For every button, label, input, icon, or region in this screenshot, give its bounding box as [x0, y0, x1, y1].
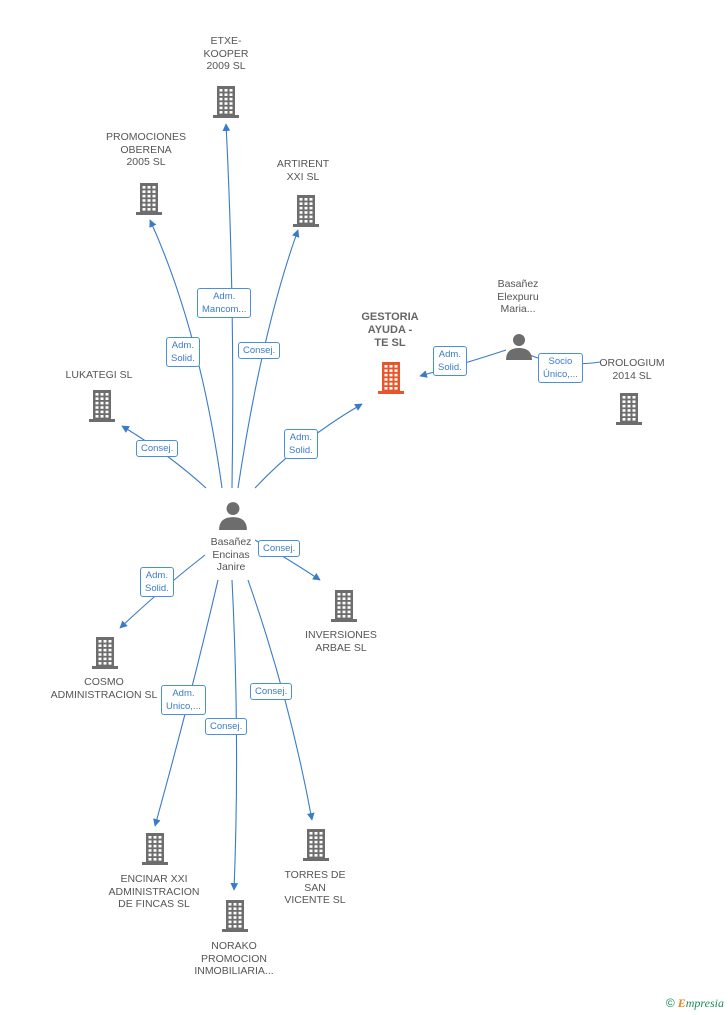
- node-label-cosmo[interactable]: COSMO ADMINISTRACION SL: [50, 676, 158, 701]
- node-label-basanez-encinas[interactable]: Basañez Encinas Janire: [210, 536, 252, 573]
- person-icon[interactable]: [218, 500, 248, 530]
- edge-label-adm-unico-encinar[interactable]: Adm. Unico,...: [161, 685, 206, 715]
- edge-label-consej-norako[interactable]: Consej.: [205, 718, 248, 735]
- building-icon[interactable]: [301, 828, 331, 862]
- node-label-promociones-oberena[interactable]: PROMOCIONES OBERENA 2005 SL: [106, 131, 186, 168]
- node-label-artirent[interactable]: ARTIRENT XXI SL: [276, 158, 330, 183]
- edge-label-adm-solid-elexpuru[interactable]: Adm. Solid.: [433, 346, 467, 376]
- node-label-etxe-kooper[interactable]: ETXE- KOOPER 2009 SL: [203, 35, 249, 72]
- building-icon-main[interactable]: [376, 361, 406, 395]
- building-icon[interactable]: [220, 899, 250, 933]
- building-icon[interactable]: [87, 389, 117, 423]
- node-label-encinar[interactable]: ENCINAR XXI ADMINISTRACION DE FINCAS SL: [108, 873, 200, 910]
- node-label-lukategi[interactable]: LUKATEGI SL: [65, 369, 133, 381]
- edge-label-adm-solid-oberena[interactable]: Adm. Solid.: [166, 337, 200, 367]
- building-icon[interactable]: [140, 832, 170, 866]
- building-icon[interactable]: [614, 392, 644, 426]
- node-label-gestoria[interactable]: GESTORIA AYUDA - TE SL: [361, 311, 419, 349]
- building-icon[interactable]: [134, 182, 164, 216]
- edge-to-lukategi: [121, 425, 207, 489]
- node-label-inversiones-arbae[interactable]: INVERSIONES ARBAE SL: [305, 629, 377, 654]
- building-icon[interactable]: [90, 636, 120, 670]
- node-label-norako[interactable]: NORAKO PROMOCION INMOBILIARIA...: [194, 940, 274, 977]
- person-icon[interactable]: [505, 332, 533, 360]
- edge-label-adm-solid-gestoria[interactable]: Adm. Solid.: [284, 429, 318, 459]
- brand-logo[interactable]: ©Empresia: [665, 996, 724, 1010]
- building-icon[interactable]: [329, 589, 359, 623]
- edge-label-consej-artirent[interactable]: Consej.: [238, 342, 281, 359]
- edge-label-consej-lukategi[interactable]: Consej.: [136, 440, 179, 457]
- copyright-icon: ©: [665, 996, 675, 1010]
- edge-label-adm-solid-cosmo[interactable]: Adm. Solid.: [140, 567, 174, 597]
- edge-label-adm-mancom[interactable]: Adm. Mancom...: [197, 288, 252, 318]
- building-icon[interactable]: [211, 85, 241, 119]
- node-label-basanez-elexpuru[interactable]: Basañez Elexpuru Maria...: [497, 278, 539, 315]
- edge-label-consej-arbae[interactable]: Consej.: [258, 540, 301, 557]
- edge-to-torres: [247, 579, 315, 821]
- edge-label-consej-torres[interactable]: Consej.: [250, 683, 293, 700]
- building-icon[interactable]: [291, 194, 321, 228]
- edge-to-norako: [230, 579, 239, 891]
- node-label-torres[interactable]: TORRES DE SAN VICENTE SL: [284, 869, 346, 906]
- edge-label-socio-unico[interactable]: Socio Único,...: [538, 353, 583, 383]
- node-label-orologium[interactable]: OROLOGIUM 2014 SL: [599, 357, 665, 382]
